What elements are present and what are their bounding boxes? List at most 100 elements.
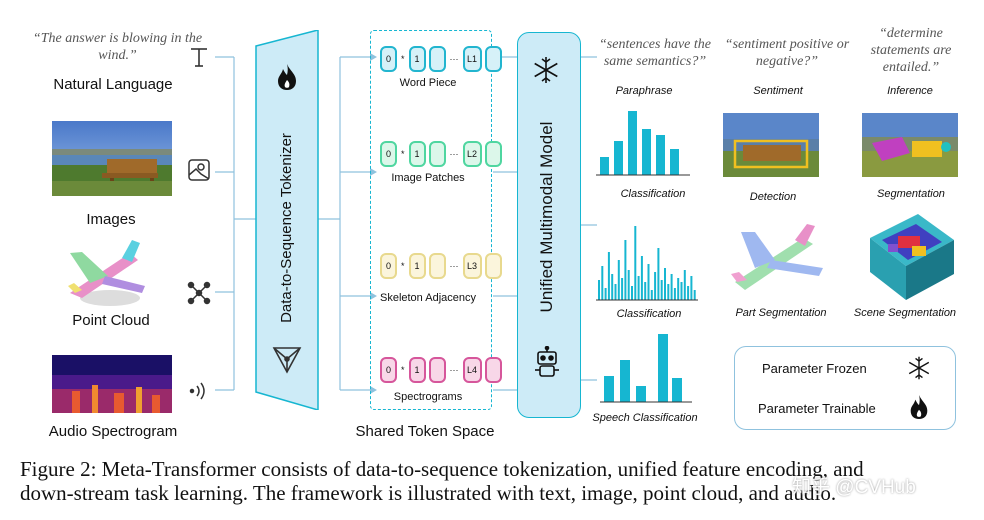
speech-bar-3 [636, 386, 646, 402]
segmentation-image [862, 113, 958, 177]
spectrograms-caption: Spectrograms [393, 391, 463, 403]
dense-bar [687, 286, 690, 300]
token-space-box [370, 30, 492, 410]
dense-bar [683, 270, 686, 300]
legend-box [734, 346, 956, 430]
dense-bar [693, 290, 696, 300]
dense-bar [660, 280, 663, 300]
token-star: * [401, 149, 405, 159]
scene-segmentation-label: Scene Segmentation [853, 307, 957, 319]
image-patches-caption: Image Patches [391, 172, 465, 184]
sentiment-quote: “sentiment positive or negative?” [724, 37, 850, 69]
token-blank [484, 141, 502, 167]
token-blank [428, 253, 446, 279]
token-blank [428, 141, 446, 167]
token-1: 1 [408, 253, 426, 279]
dense-bar [611, 274, 614, 300]
unified-model-label: Unified Multimodal Model [537, 121, 556, 313]
skeleton-caption: Skeleton Adjacency [379, 292, 476, 304]
natural-language-label: Natural Language [53, 76, 173, 93]
bar-4 [642, 129, 651, 175]
spectrogram-tokens: 0 * 1 ··· L4 [380, 357, 502, 383]
audio-spectrogram-label: Audio Spectrogram [48, 423, 178, 440]
classification-bar-chart [596, 111, 690, 176]
dense-bar [637, 276, 640, 300]
point-cloud-airplane [60, 238, 170, 310]
shared-token-space-label: Shared Token Space [355, 423, 495, 440]
bar-2 [614, 141, 623, 175]
input-text-quote: “The answer is blowing in the wind.” [32, 31, 203, 63]
token-blank [484, 253, 502, 279]
bar-6 [670, 149, 679, 175]
dense-bar [644, 282, 647, 300]
connector-lines [215, 53, 597, 394]
tokenizer-block [255, 30, 319, 410]
inference-quote: “determine statements are entailed.” [870, 26, 952, 75]
speech-bar-1 [604, 376, 614, 402]
token-star: * [401, 365, 405, 375]
token-1: 1 [408, 141, 426, 167]
token-end: L1 [462, 46, 482, 72]
token-blank [484, 46, 502, 72]
dense-bar [654, 272, 657, 300]
token-blank [428, 357, 446, 383]
scene-segmentation-image [862, 210, 956, 302]
bench-photo [52, 121, 172, 196]
token-0: 0 [380, 253, 397, 279]
token-0: 0 [380, 141, 397, 167]
dense-bar [617, 260, 620, 300]
images-label: Images [86, 211, 136, 228]
figure-caption: Figure 2: Meta-Transformer consists of d… [20, 457, 970, 505]
snowflake-icon [906, 355, 932, 381]
token-dots: ··· [449, 149, 459, 159]
paraphrase-label: Paraphrase [615, 85, 673, 97]
tokenizer-label: Data-to-Sequence Tokenizer [278, 133, 295, 323]
dense-bar [664, 268, 666, 300]
dense-bar [624, 240, 627, 300]
dense-bar [604, 288, 607, 300]
dense-bar [631, 286, 633, 300]
token-1: 1 [408, 46, 426, 72]
watermark: 知乎 @CVHub [792, 477, 916, 498]
dense-bar [657, 248, 660, 300]
skeleton-tokens: 0 * 1 ··· L3 [380, 253, 502, 279]
token-0: 0 [380, 46, 397, 72]
legend-trainable-label: Parameter Trainable [758, 401, 876, 416]
token-1: 1 [408, 357, 426, 383]
dense-bar [607, 252, 610, 300]
snowflake-icon [531, 55, 561, 85]
legend-frozen-label: Parameter Frozen [762, 361, 867, 376]
speech-bar-5 [672, 378, 682, 402]
robot-icon [532, 345, 562, 380]
dense-bar [640, 256, 643, 300]
fire-icon [907, 393, 931, 421]
word-piece-tokens: 0 * 1 ··· L1 [380, 46, 502, 72]
classification-label-1: Classification [620, 188, 686, 200]
part-segmentation-label: Part Segmentation [735, 307, 827, 319]
bar-5 [656, 135, 665, 175]
speech-bar-chart [600, 334, 692, 403]
paraphrase-quote: “sentences have the same semantics?” [599, 37, 711, 69]
audio-icon [186, 378, 212, 404]
network-icon [270, 342, 304, 376]
dense-bar [667, 284, 670, 300]
dense-bar [621, 278, 624, 300]
word-piece-caption: Word Piece [399, 77, 457, 89]
bar-1 [600, 157, 609, 175]
image-icon [186, 157, 212, 183]
token-end: L4 [462, 357, 482, 383]
token-dots: ··· [449, 54, 459, 64]
speech-classification-label: Speech Classification [592, 412, 698, 424]
dense-bar [601, 266, 604, 300]
caption-line-2: down-stream task learning. The framework… [20, 481, 837, 505]
dense-bar [647, 264, 650, 300]
dense-bar [677, 278, 680, 300]
token-blank [428, 46, 446, 72]
token-end: L3 [462, 253, 482, 279]
point-cloud-label: Point Cloud [72, 312, 150, 329]
dense-bar [634, 226, 637, 300]
token-star: * [401, 261, 405, 271]
unified-model-block [517, 32, 581, 418]
detection-label: Detection [749, 191, 797, 203]
dense-bar [650, 290, 653, 300]
